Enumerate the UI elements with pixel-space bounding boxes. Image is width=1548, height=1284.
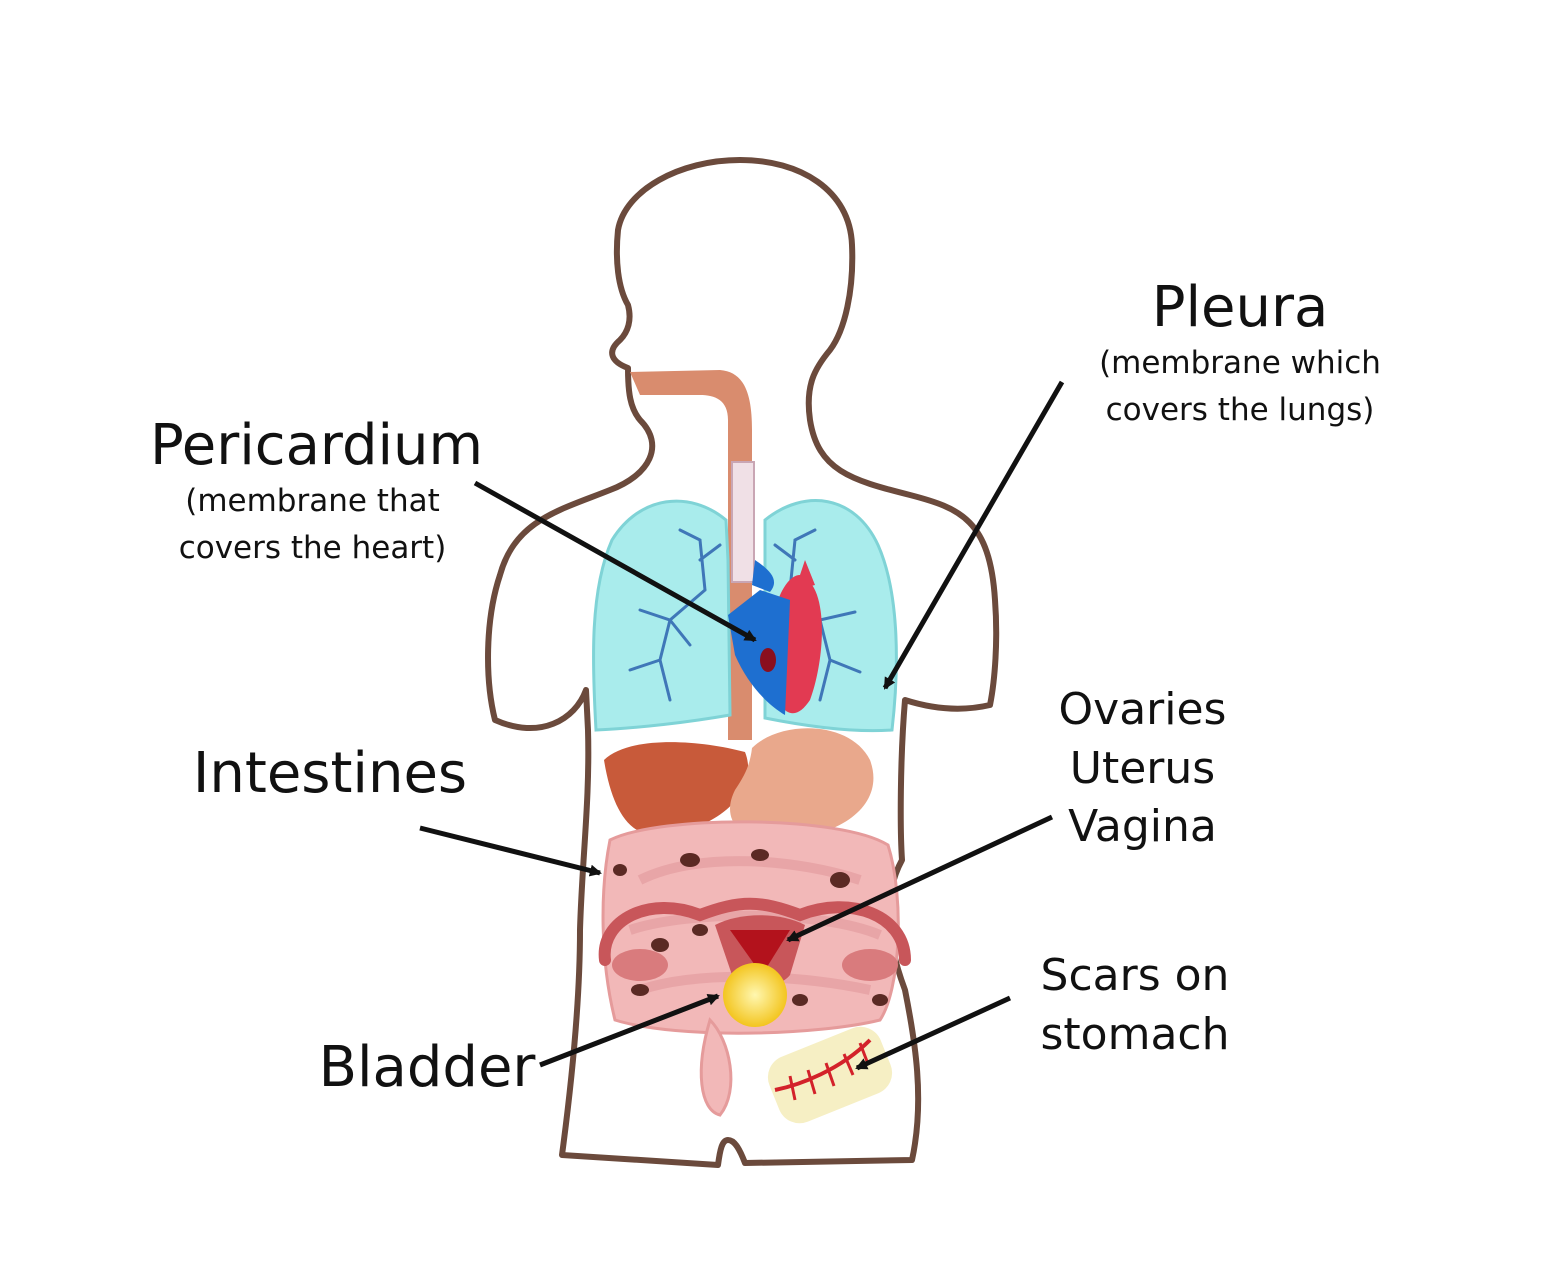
bladder-organ (723, 963, 787, 1027)
pleura-arrow (882, 380, 1065, 690)
pericardium-desc-2: covers the heart) (178, 529, 447, 566)
intestines-title: Intestines (192, 741, 468, 806)
heart (728, 560, 822, 715)
bladder-label: Bladder (318, 1035, 536, 1100)
scar-patch (767, 1026, 893, 1124)
pleura-desc-1: (membrane which (1099, 345, 1381, 382)
pleura-desc-2: covers the lungs) (1105, 391, 1375, 428)
body-outline (485, 157, 1000, 1168)
pleura-title: Pleura (1151, 275, 1329, 340)
liver (604, 742, 749, 836)
vagina-text: Vagina (1068, 801, 1217, 853)
esophagus (630, 370, 752, 740)
uterus-text: Uterus (1069, 742, 1216, 794)
pericardium-arrow (473, 480, 757, 643)
left-lung (591, 499, 732, 732)
pericardium-desc-1: (membrane that (185, 483, 440, 520)
scars-text-1: Scars on (1040, 950, 1230, 1001)
trachea (731, 461, 755, 583)
bladder-arrow (539, 993, 720, 1068)
reproductive-label: Ovaries Uterus Vagina (1040, 681, 1245, 857)
pericardium-label: Pericardium (membrane that covers the he… (150, 413, 484, 571)
pleura-label: Pleura (membrane which covers the lungs) (1085, 275, 1395, 433)
scars-text-2: stomach (1040, 1008, 1230, 1060)
intestines-arrow (419, 825, 602, 877)
scars-arrow (855, 995, 1012, 1071)
bladder-title: Bladder (318, 1035, 536, 1100)
reproductive-arrow (786, 814, 1054, 943)
stomach (730, 728, 874, 841)
scars-label: Scars on stomach (1030, 947, 1240, 1064)
pericardium-title: Pericardium (150, 413, 484, 478)
ovaries-text: Ovaries (1058, 684, 1227, 735)
intestines-label: Intestines (190, 741, 470, 806)
